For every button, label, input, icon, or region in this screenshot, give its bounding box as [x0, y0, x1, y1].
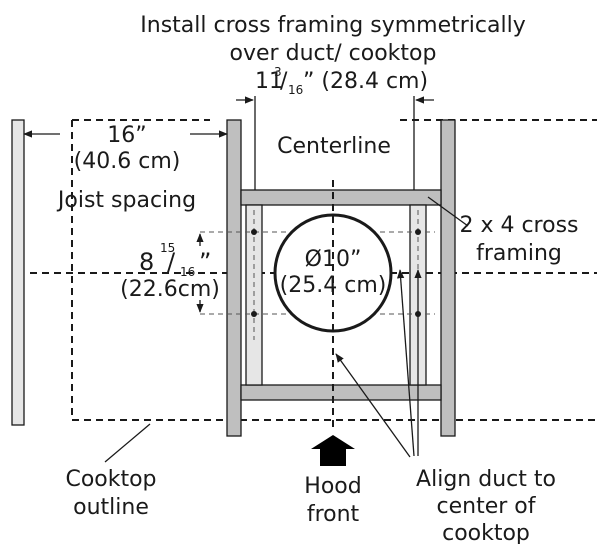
height-dimension-label: 8 15 / 16 ” — [139, 241, 211, 279]
width-dim-numerator: 3 — [274, 65, 282, 79]
align-leader-center — [335, 353, 411, 458]
joist-dim-metric: (40.6 cm) — [74, 149, 181, 174]
cooktop-outline — [30, 119, 597, 421]
height-dim-slash: / — [167, 248, 176, 276]
width-dim-denominator: 16 — [288, 83, 303, 97]
cross-framing-bottom — [240, 384, 442, 401]
duct-diameter-label: Ø10” — [305, 247, 362, 272]
height-dim-whole: 8 — [139, 248, 154, 276]
cross-framing-leader — [427, 196, 469, 227]
hood-label-line-1: Hood — [304, 474, 361, 499]
height-dim-numerator: 15 — [160, 241, 175, 255]
align-label-line-1: Align duct to — [416, 467, 556, 492]
title-line-2: over duct/ cooktop — [230, 41, 437, 66]
width-dim-suffix: ” (28.4 cm) — [303, 69, 428, 94]
align-label-line-2: center of — [437, 494, 537, 519]
cross-framing-top — [240, 189, 442, 206]
duct-metric-label: (25.4 cm) — [280, 273, 387, 298]
hood-label-line-2: front — [307, 502, 360, 527]
height-dim-metric: (22.6cm) — [120, 277, 220, 302]
centerline-label: Centerline — [277, 134, 391, 159]
cross-framing-label-line-1: 2 x 4 cross — [459, 213, 578, 238]
align-label-line-3: cooktop — [442, 521, 530, 544]
cooktop-label-line-1: Cooktop — [65, 467, 156, 492]
height-dim-suffix: ” — [199, 248, 211, 276]
hood-front-arrow — [311, 435, 355, 466]
cooktop-leader — [104, 423, 151, 463]
height-dim-denominator: 16 — [180, 265, 195, 279]
joist-left-outer — [11, 119, 25, 426]
title-line-1: Install cross framing symmetrically — [140, 13, 525, 38]
joist-spacing-label: Joist spacing — [56, 188, 196, 213]
width-dim-whole: 11 — [255, 69, 283, 94]
cooktop-label-line-2: outline — [73, 495, 149, 520]
joist-right — [440, 119, 456, 437]
align-leader-left — [396, 269, 415, 457]
width-dimension-label: 11 3 / 16 ” (28.4 cm) — [255, 65, 428, 97]
joist-left — [226, 119, 242, 437]
cross-framing-label-line-2: framing — [476, 241, 562, 266]
width-dim-slash: / — [280, 69, 288, 94]
joist-dim-imperial: 16” — [107, 123, 146, 148]
